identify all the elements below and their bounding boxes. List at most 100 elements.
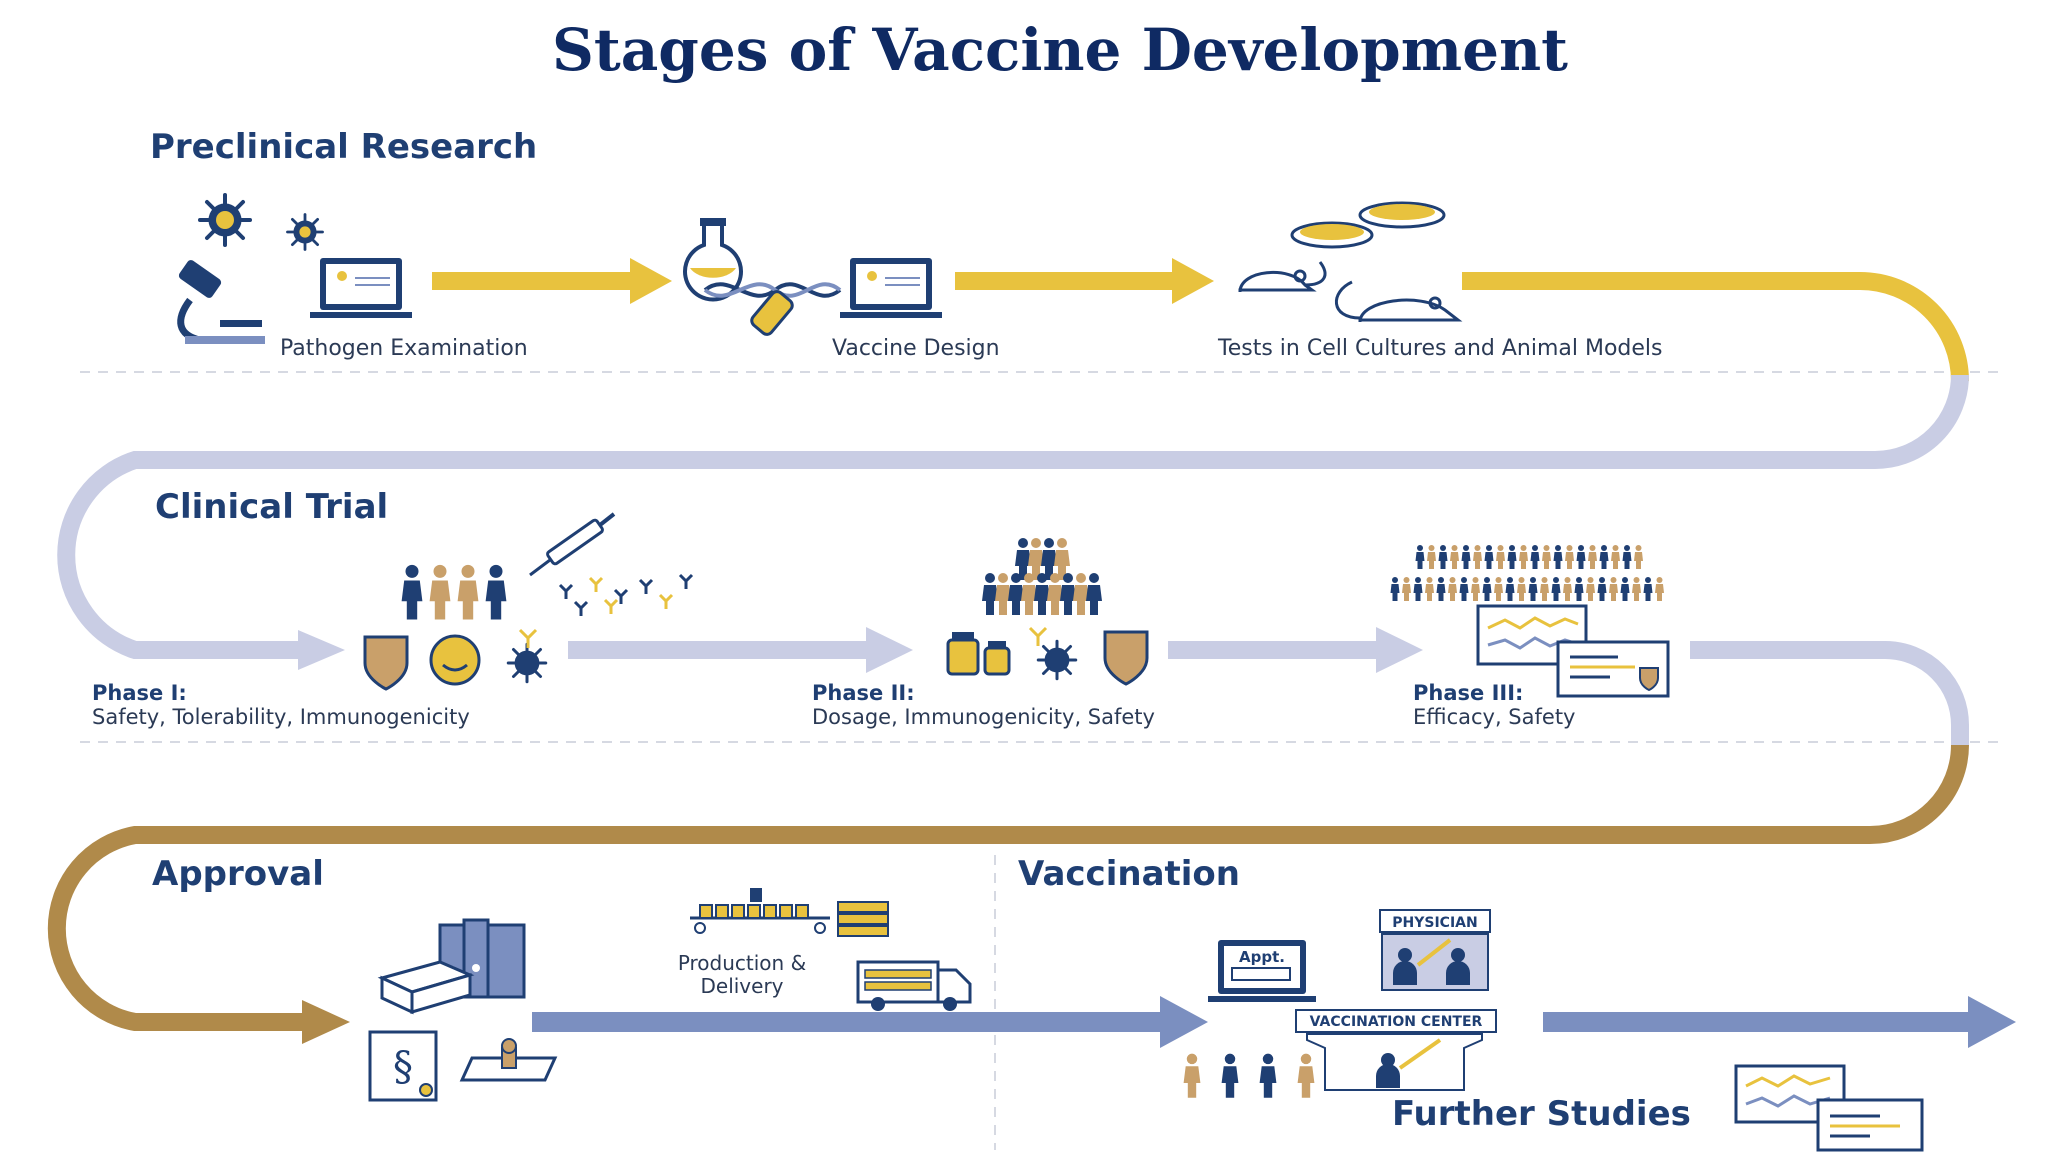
arrow-shaft-8 [1543, 1012, 1971, 1032]
crowd-person [1473, 545, 1482, 569]
paper-stack-icon [377, 960, 475, 1015]
phase2-title: Phase II: [812, 681, 915, 705]
crowd-person [1643, 577, 1653, 601]
crowd-person [1551, 577, 1561, 601]
report-document-icon [1556, 640, 1670, 698]
arrow-head-2 [1172, 258, 1214, 304]
crowd-person [1494, 577, 1503, 601]
phase3-title: Phase III: [1413, 681, 1523, 705]
crowd-person [1450, 545, 1459, 569]
arrow-head-8 [1968, 996, 2016, 1048]
people-group-phase2 [982, 538, 1102, 615]
crowd-person [1484, 545, 1494, 569]
step-label-tests: Tests in Cell Cultures and Animal Models [1217, 336, 1663, 361]
flow-path-lavender-2 [1690, 641, 1969, 745]
vaccination-center-icon [1295, 1009, 1497, 1091]
petri-dish-icon [1290, 201, 1446, 249]
crowd-person [1425, 577, 1434, 601]
approval-heading: Approval [152, 854, 324, 894]
people-crowd-phase3 [1390, 545, 1664, 601]
syringe-icon [529, 512, 616, 577]
mouse-icon [1238, 261, 1463, 323]
antibody-small-icon [518, 628, 538, 648]
arrow-head-7 [1160, 996, 1208, 1048]
crowd-person [1540, 577, 1549, 601]
crowd-person [1634, 545, 1643, 569]
clinical-heading: Clinical Trial [155, 487, 388, 527]
vaccination-heading: Vaccination [1018, 854, 1240, 894]
crowd-person [1482, 577, 1492, 601]
shield-icon-2 [1103, 630, 1149, 686]
crowd-person [1427, 545, 1436, 569]
crowd-person [1576, 545, 1586, 569]
crowd-person [1586, 577, 1595, 601]
arrow-head-5 [1376, 627, 1423, 673]
arrow-shaft-7 [532, 1012, 1164, 1032]
antibody-small-icon-2 [1028, 626, 1048, 646]
arrow-shaft-5 [1168, 641, 1378, 659]
appt-label: Appt. [1239, 948, 1285, 966]
crowd-person [1459, 577, 1469, 601]
crowd-person [1448, 577, 1457, 601]
svg-text:§: § [393, 1044, 413, 1090]
arrow-head-1 [630, 258, 672, 304]
arrow-head-3 [298, 630, 345, 670]
virus-antibody-icon-2 [1036, 639, 1078, 681]
crowd-person [1507, 545, 1517, 569]
crowd-person [1588, 545, 1597, 569]
crowd-person [1519, 545, 1528, 569]
crowd-person [1622, 545, 1632, 569]
crowd-person [1565, 545, 1574, 569]
page-title: Stages of Vaccine Development [552, 16, 1568, 84]
physician-icon [1379, 909, 1491, 991]
crowd-person [1438, 545, 1448, 569]
smiley-icon [429, 634, 481, 686]
crowd-person [1632, 577, 1641, 601]
phase3-desc: Efficacy, Safety [1413, 705, 1575, 729]
computer-icon [310, 258, 412, 318]
people-group-phase1 [401, 564, 507, 620]
appointment-computer-icon [1208, 940, 1316, 1002]
dna-icon [703, 282, 842, 298]
crowd-person [1563, 577, 1572, 601]
crowd-person [1530, 545, 1540, 569]
vaccination-center-label: VACCINATION CENTER [1310, 1014, 1483, 1030]
crowd-person [1390, 577, 1400, 601]
crowd-person [1609, 577, 1618, 601]
flow-path-lavender [57, 374, 1969, 659]
crowd-person [1413, 577, 1423, 601]
vial-icon [946, 632, 1011, 676]
crowd-person [1402, 577, 1411, 601]
arrow-shaft-2 [955, 272, 1175, 290]
further-studies-chart-icon [1734, 1064, 1924, 1152]
production-label-line2: Delivery [700, 974, 783, 998]
further-studies-label: Further Studies [1392, 1094, 1691, 1134]
conveyor-icon [690, 888, 889, 937]
flask-icon [683, 218, 743, 302]
crowd-person [1599, 545, 1609, 569]
flow-path-bronze [47, 744, 1969, 1031]
arrow-shaft-4 [568, 641, 868, 659]
phase2-desc: Dosage, Immunogenicity, Safety [812, 705, 1155, 729]
crowd-person [1655, 577, 1664, 601]
crowd-person [1574, 577, 1584, 601]
crowd-person [1505, 577, 1515, 601]
flow-path-gold [1462, 272, 1969, 382]
preclinical-heading: Preclinical Research [150, 127, 537, 167]
crowd-person [1528, 577, 1538, 601]
production-label-line1: Production & [678, 951, 806, 975]
step-label-pathogen: Pathogen Examination [280, 336, 528, 361]
computer-icon-design [840, 258, 942, 318]
waiting-people-icon [1183, 1053, 1315, 1098]
arrow-head-6 [302, 1000, 350, 1044]
crowd-person [1415, 545, 1425, 569]
antibodies-icon [558, 573, 694, 616]
shield-icon [363, 635, 409, 691]
crowd-person [1611, 545, 1620, 569]
section-sign-document-icon: § [368, 1030, 438, 1102]
physician-label: PHYSICIAN [1392, 915, 1477, 931]
virus-icon [198, 193, 252, 247]
crowd-person [1436, 577, 1446, 601]
step-label-design: Vaccine Design [832, 336, 1000, 361]
